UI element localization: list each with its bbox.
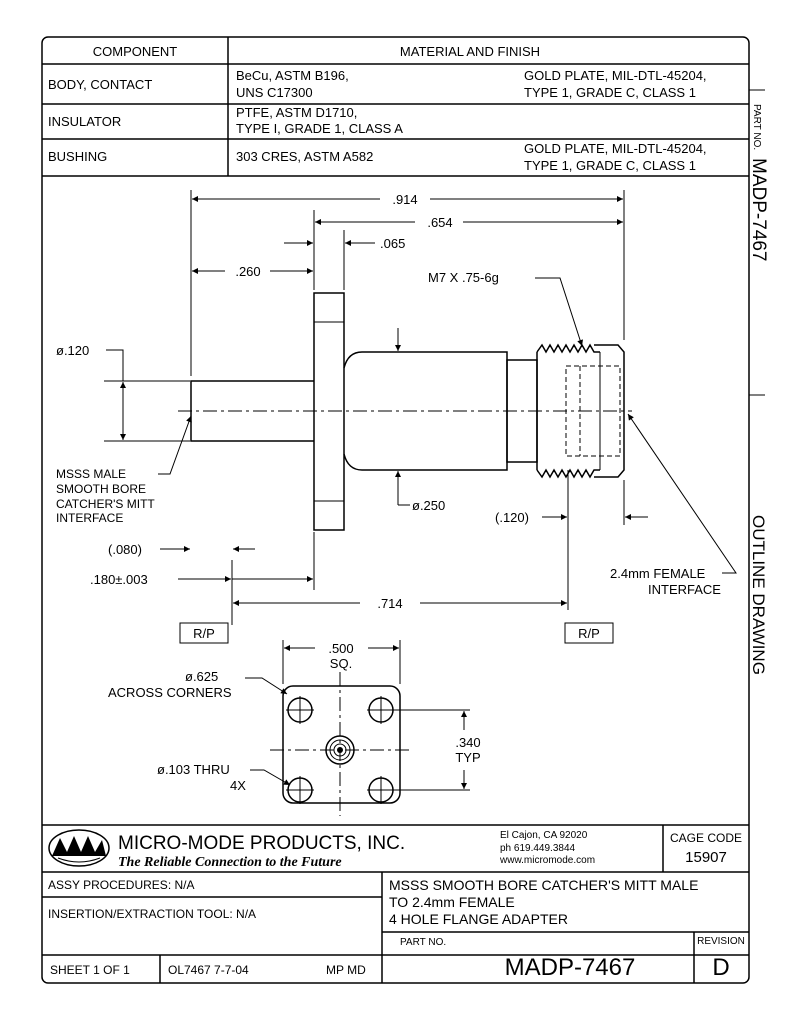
rp-right-box <box>564 622 614 644</box>
title-block: MICRO-MODE PRODUCTS, INC. The Reliable C… <box>42 824 749 983</box>
dim-500: .500 <box>328 641 353 656</box>
cage-code-value: 15907 <box>685 849 727 866</box>
row-component: BODY, CONTACT <box>48 77 152 92</box>
dim-714: .714 <box>377 596 402 611</box>
insertion-tool: INSERTION/EXTRACTION TOOL: N/A <box>48 907 256 921</box>
dim-dia-120: ø.120 <box>56 343 89 358</box>
company-logo-icon <box>48 829 110 867</box>
connector-side-view <box>178 292 632 531</box>
assy-procedures: ASSY PROCEDURES: N/A <box>48 878 194 892</box>
dim-typ: TYP <box>455 750 480 765</box>
dim-340: .340 <box>455 735 480 750</box>
company-web: www.micromode.com <box>499 855 595 866</box>
side-labels: PART NO. MADP-7467 OUTLINE DRAWING <box>748 89 769 675</box>
header-material: MATERIAL AND FINISH <box>400 44 540 59</box>
drawing-initials: MP MD <box>326 963 366 977</box>
company-phone: ph 619.449.3844 <box>500 843 576 854</box>
description-line3: 4 HOLE FLANGE ADAPTER <box>389 911 568 927</box>
dim-dia-250: ø.250 <box>412 498 445 513</box>
male-interface-line4: INTERFACE <box>56 511 123 525</box>
female-interface-line2: INTERFACE <box>648 582 721 597</box>
row-component: BUSHING <box>48 149 107 164</box>
side-part-number: MADP-7467 <box>748 158 769 262</box>
male-interface-line2: SMOOTH BORE <box>56 482 146 496</box>
flange-front-view: .500 SQ. ø.625 ACROSS CORNERS .340 TYP ø… <box>108 640 481 816</box>
row-finish-line2: TYPE 1, GRADE C, CLASS 1 <box>524 158 696 173</box>
header-component: COMPONENT <box>93 44 178 59</box>
company-name: MICRO-MODE PRODUCTS, INC. <box>118 833 405 854</box>
company-slogan: The Reliable Connection to the Future <box>118 855 342 870</box>
description-line2: TO 2.4mm FEMALE <box>389 894 515 910</box>
row-material-line1: PTFE, ASTM D1710, <box>236 105 357 120</box>
dim-sq: SQ. <box>330 656 352 671</box>
dim-180: .180±.003 <box>90 572 148 587</box>
dim-ref-080: (.080) <box>108 542 142 557</box>
row-material-line1: 303 CRES, ASTM A582 <box>236 149 373 164</box>
row-material-line1: BeCu, ASTM B196, <box>236 68 349 83</box>
revision-value: D <box>712 954 729 981</box>
title-part-no-label: PART NO. <box>400 937 446 948</box>
row-finish-line1: GOLD PLATE, MIL-DTL-45204, <box>524 68 707 83</box>
side-view-dimensions: .914 .654 .065 .260 M7 X .75-6g ø.120 ø.… <box>56 190 737 644</box>
title-part-number: MADP-7467 <box>505 954 636 981</box>
rp-left-box <box>179 622 229 644</box>
thread-callout: M7 X .75-6g <box>428 270 499 285</box>
row-finish-line2: TYPE 1, GRADE C, CLASS 1 <box>524 85 696 100</box>
row-material-line2: TYPE I, GRADE 1, CLASS A <box>236 121 403 136</box>
male-interface-line1: MSSS MALE <box>56 467 126 481</box>
male-interface-line3: CATCHER'S MITT <box>56 497 155 511</box>
row-finish-line1: GOLD PLATE, MIL-DTL-45204, <box>524 141 707 156</box>
sheet-border <box>41 36 750 984</box>
revision-label: REVISION <box>697 936 745 947</box>
dim-260: .260 <box>235 264 260 279</box>
dim-4x: 4X <box>230 778 246 793</box>
rp-left-label: R/P <box>193 626 215 641</box>
cage-code-label: CAGE CODE <box>670 831 742 845</box>
dim-dia-103: ø.103 THRU <box>157 762 230 777</box>
dim-654: .654 <box>427 215 452 230</box>
description-line1: MSSS SMOOTH BORE CATCHER'S MITT MALE <box>389 877 698 893</box>
dim-ref-120: (.120) <box>495 510 529 525</box>
female-interface-line1: 2.4mm FEMALE <box>610 566 706 581</box>
company-address: El Cajon, CA 92020 <box>500 830 588 841</box>
row-material-line2: UNS C17300 <box>236 85 313 100</box>
material-table: COMPONENT MATERIAL AND FINISH BODY, CONT… <box>42 37 749 177</box>
row-component: INSULATOR <box>48 114 121 129</box>
dim-065: .065 <box>380 236 405 251</box>
rp-right-label: R/P <box>578 626 600 641</box>
dim-914: .914 <box>392 192 417 207</box>
drawing-reference: OL7467 7-7-04 <box>168 963 249 977</box>
dim-dia-625: ø.625 <box>185 669 218 684</box>
side-part-no-label: PART NO. <box>751 104 762 150</box>
sheet-number: SHEET 1 OF 1 <box>50 963 130 977</box>
dim-across-corners: ACROSS CORNERS <box>108 685 232 700</box>
side-drawing-type: OUTLINE DRAWING <box>749 515 768 675</box>
